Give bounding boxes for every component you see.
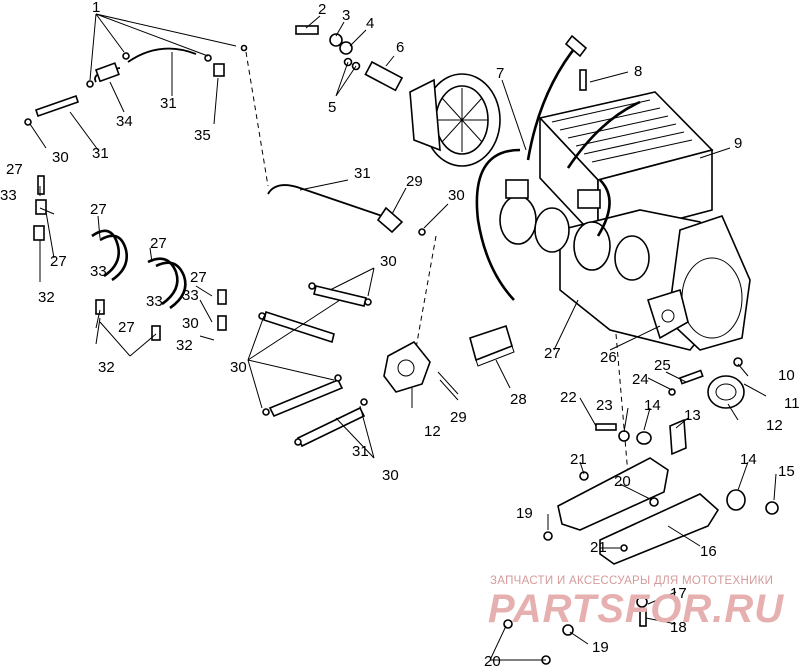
- callout-27: 27: [190, 269, 207, 286]
- callout-10: 10: [778, 367, 795, 384]
- water-pump-group: [258, 282, 431, 448]
- engine-assembly: [475, 34, 751, 351]
- callout-28: 28: [510, 391, 527, 408]
- callout-31: 31: [354, 165, 371, 182]
- callout-5: 5: [328, 99, 336, 116]
- callout-30: 30: [52, 149, 69, 166]
- callout-32: 32: [98, 359, 115, 376]
- voltage-regulator: [437, 324, 515, 395]
- callout-33: 33: [182, 287, 199, 304]
- callout-29: 29: [450, 409, 467, 426]
- callout-31: 31: [92, 145, 109, 162]
- callout-19: 19: [592, 639, 609, 656]
- callout-24: 24: [632, 371, 649, 388]
- callout-20: 20: [614, 473, 631, 490]
- callout-27: 27: [6, 161, 23, 178]
- callout-6: 6: [396, 39, 404, 56]
- thermostat-housing: [668, 357, 745, 409]
- callout-31: 31: [352, 443, 369, 460]
- callout-27: 27: [150, 235, 167, 252]
- callout-13: 13: [684, 407, 701, 424]
- callout-12: 12: [766, 417, 783, 434]
- drive-clutch: [295, 25, 501, 167]
- callout-27: 27: [118, 319, 135, 336]
- callout-25: 25: [654, 357, 671, 374]
- watermark-brand: PARTSFOR.RU: [488, 587, 784, 631]
- callout-32: 32: [176, 337, 193, 354]
- callout-8: 8: [634, 63, 642, 80]
- leader-lines: [29, 13, 777, 661]
- callout-33: 33: [0, 187, 17, 204]
- callout-2: 2: [318, 1, 326, 18]
- callout-30: 30: [382, 467, 399, 484]
- callout-7: 7: [496, 65, 504, 82]
- callout-21: 21: [570, 451, 587, 468]
- callout-20: 20: [484, 653, 501, 668]
- callout-19: 19: [516, 505, 533, 522]
- coolant-hose-group: [24, 44, 631, 499]
- callout-12: 12: [424, 423, 441, 440]
- callout-4: 4: [366, 15, 374, 32]
- callout-29: 29: [406, 173, 423, 190]
- callout-30: 30: [448, 187, 465, 204]
- callout-14: 14: [644, 397, 661, 414]
- watermark-caption: ЗАПЧАСТИ И АКСЕССУАРЫ ДЛЯ МОТОТЕХНИКИ: [490, 575, 773, 587]
- callout-23: 23: [596, 397, 613, 414]
- callout-26: 26: [600, 349, 617, 366]
- mount-bracket-group: [503, 418, 779, 665]
- callout-11: 11: [784, 395, 800, 412]
- callout-22: 22: [560, 389, 577, 406]
- callout-33: 33: [90, 263, 107, 280]
- callout-1: 1: [92, 0, 100, 16]
- callout-18: 18: [670, 619, 687, 636]
- callout-34: 34: [116, 113, 133, 130]
- callout-31: 31: [160, 95, 177, 112]
- callout-9: 9: [734, 135, 742, 152]
- callout-30: 30: [182, 315, 199, 332]
- callout-27: 27: [50, 253, 67, 270]
- callout-30: 30: [380, 253, 397, 270]
- callout-16: 16: [700, 543, 717, 560]
- callout-14: 14: [740, 451, 757, 468]
- callout-27: 27: [544, 345, 561, 362]
- callout-32: 32: [38, 289, 55, 306]
- callout-17: 17: [670, 585, 687, 602]
- callout-27: 27: [90, 201, 107, 218]
- watermark: ЗАПЧАСТИ И АКСЕССУАРЫ ДЛЯ МОТОТЕХНИКИ PA…: [488, 575, 784, 631]
- callout-30: 30: [230, 359, 247, 376]
- callout-15: 15: [778, 463, 795, 480]
- callout-35: 35: [194, 127, 211, 144]
- callout-33: 33: [146, 293, 163, 310]
- callout-3: 3: [342, 7, 350, 24]
- callout-21: 21: [590, 539, 607, 556]
